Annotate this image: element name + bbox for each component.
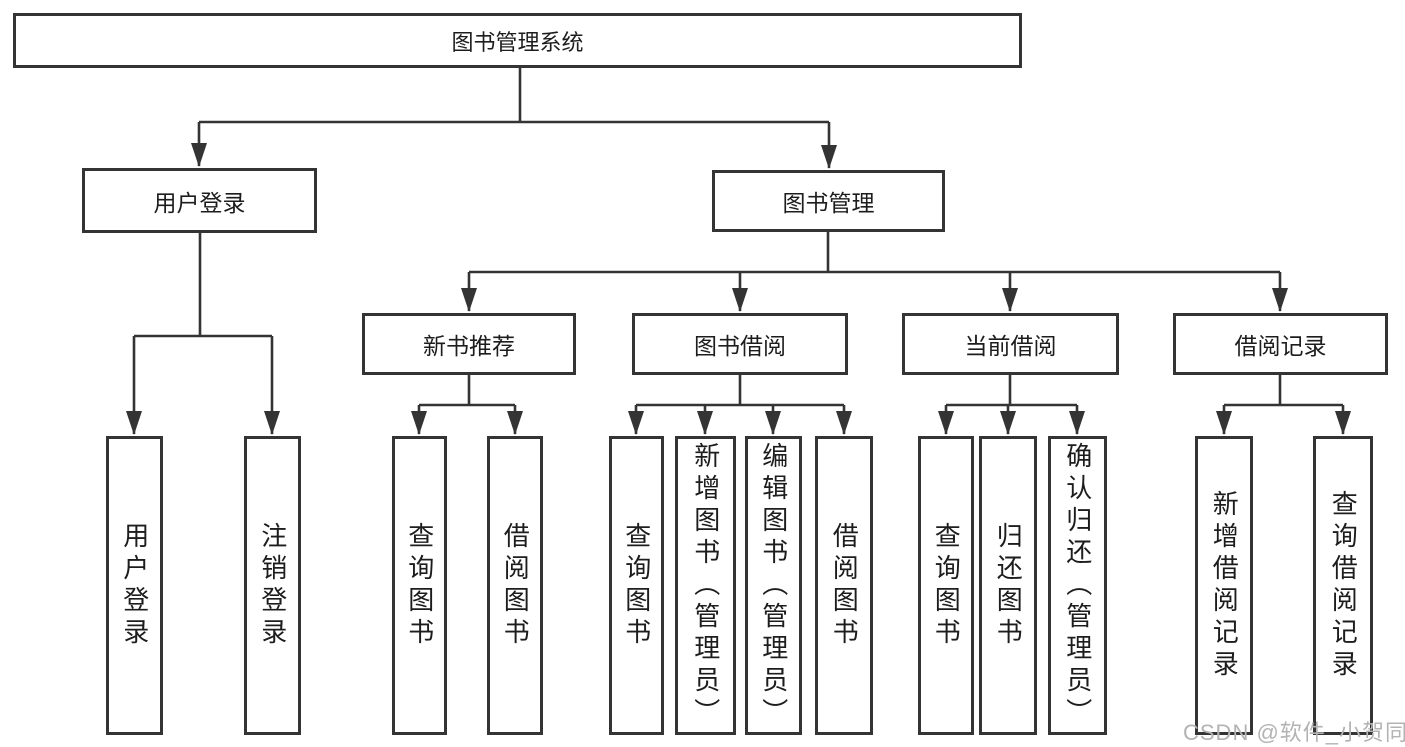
leaf-query-books-borrowing: 查询图书 <box>609 436 664 735</box>
node-user-login: 用户登录 <box>82 168 317 233</box>
leaf-confirm-return-admin: 确认归还（管理员） <box>1048 436 1107 735</box>
node-label: 图书借阅 <box>694 333 786 359</box>
leaf-return-books: 归还图书 <box>979 436 1037 735</box>
leaf-query-books-recommend: 查询图书 <box>392 436 447 735</box>
node-borrowing-records: 借阅记录 <box>1173 313 1388 375</box>
node-book-management: 图书管理 <box>712 170 945 232</box>
node-label: 注销登录 <box>257 521 288 650</box>
node-label: 借阅记录 <box>1234 333 1327 359</box>
node-label: 编辑图书（管理员） <box>758 441 789 730</box>
leaf-user-login: 用户登录 <box>106 436 163 735</box>
node-library-management-system: 图书管理系统 <box>13 13 1022 68</box>
node-label: 确认归还（管理员） <box>1062 441 1093 730</box>
node-label: 查询图书 <box>931 521 962 650</box>
node-label: 查询图书 <box>404 521 435 650</box>
node-label: 图书管理 <box>782 190 875 216</box>
node-label: 归还图书 <box>993 521 1024 650</box>
node-label: 查询借阅记录 <box>1328 489 1359 682</box>
leaf-logout: 注销登录 <box>244 436 301 735</box>
leaf-query-books-current: 查询图书 <box>918 436 974 735</box>
leaf-query-borrow-record: 查询借阅记录 <box>1313 436 1373 735</box>
csdn-watermark: CSDN @软件_小贺同学 <box>1183 720 1405 745</box>
node-current-borrowing: 当前借阅 <box>902 313 1119 375</box>
node-label: 用户登录 <box>153 189 246 216</box>
node-label: 新增图书（管理员） <box>690 441 721 730</box>
node-label: 新增借阅记录 <box>1209 489 1240 682</box>
node-label: 查询图书 <box>621 521 652 650</box>
leaf-add-borrow-record: 新增借阅记录 <box>1195 436 1253 735</box>
node-label: 当前借阅 <box>964 333 1057 359</box>
node-label: 借阅图书 <box>500 521 531 650</box>
node-book-borrowing: 图书借阅 <box>632 313 848 375</box>
leaf-edit-books-admin: 编辑图书（管理员） <box>745 436 802 735</box>
node-label: 图书管理系统 <box>451 29 584 55</box>
node-label: 新书推荐 <box>423 333 515 359</box>
leaf-borrow-books: 借阅图书 <box>815 436 873 735</box>
leaf-add-books-admin: 新增图书（管理员） <box>675 436 736 735</box>
node-new-book-recommend: 新书推荐 <box>362 313 576 375</box>
leaf-borrow-books-recommend: 借阅图书 <box>487 436 543 735</box>
node-label: 用户登录 <box>119 521 150 650</box>
node-label: 借阅图书 <box>829 521 860 650</box>
